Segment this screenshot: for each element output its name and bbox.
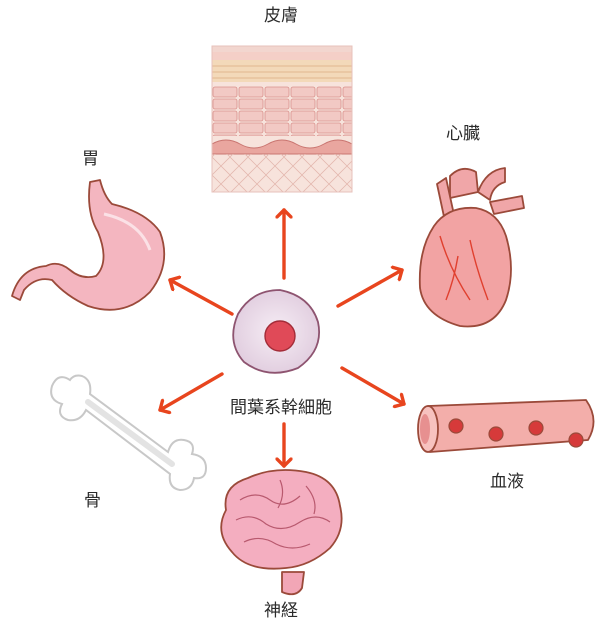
blood-cell bbox=[489, 427, 503, 441]
stomach-illustration bbox=[12, 180, 164, 310]
brain-illustration bbox=[221, 470, 341, 594]
label-bone: 骨 bbox=[84, 493, 101, 510]
label-blood: 血液 bbox=[490, 474, 524, 491]
label-center-stem-cell: 間葉系幹細胞 bbox=[230, 400, 332, 417]
stem-cell-illustration bbox=[233, 290, 319, 373]
blood-cell bbox=[529, 421, 543, 435]
blood-vessel-illustration bbox=[418, 400, 594, 452]
skin-illustration bbox=[212, 46, 352, 192]
blood-cell bbox=[569, 433, 583, 447]
blood-cell bbox=[449, 419, 463, 433]
nucleus bbox=[265, 321, 295, 351]
arrow-to-stomach bbox=[170, 280, 232, 314]
bone-illustration bbox=[51, 376, 206, 491]
arrow-to-blood bbox=[342, 368, 404, 404]
label-stomach: 胃 bbox=[82, 151, 99, 168]
label-heart: 心臓 bbox=[446, 126, 480, 143]
label-nerve: 神経 bbox=[264, 603, 298, 620]
heart-illustration bbox=[420, 168, 524, 326]
label-skin: 皮膚 bbox=[264, 8, 298, 25]
arrow-to-heart bbox=[338, 270, 402, 306]
arrow-to-bone bbox=[160, 374, 222, 410]
